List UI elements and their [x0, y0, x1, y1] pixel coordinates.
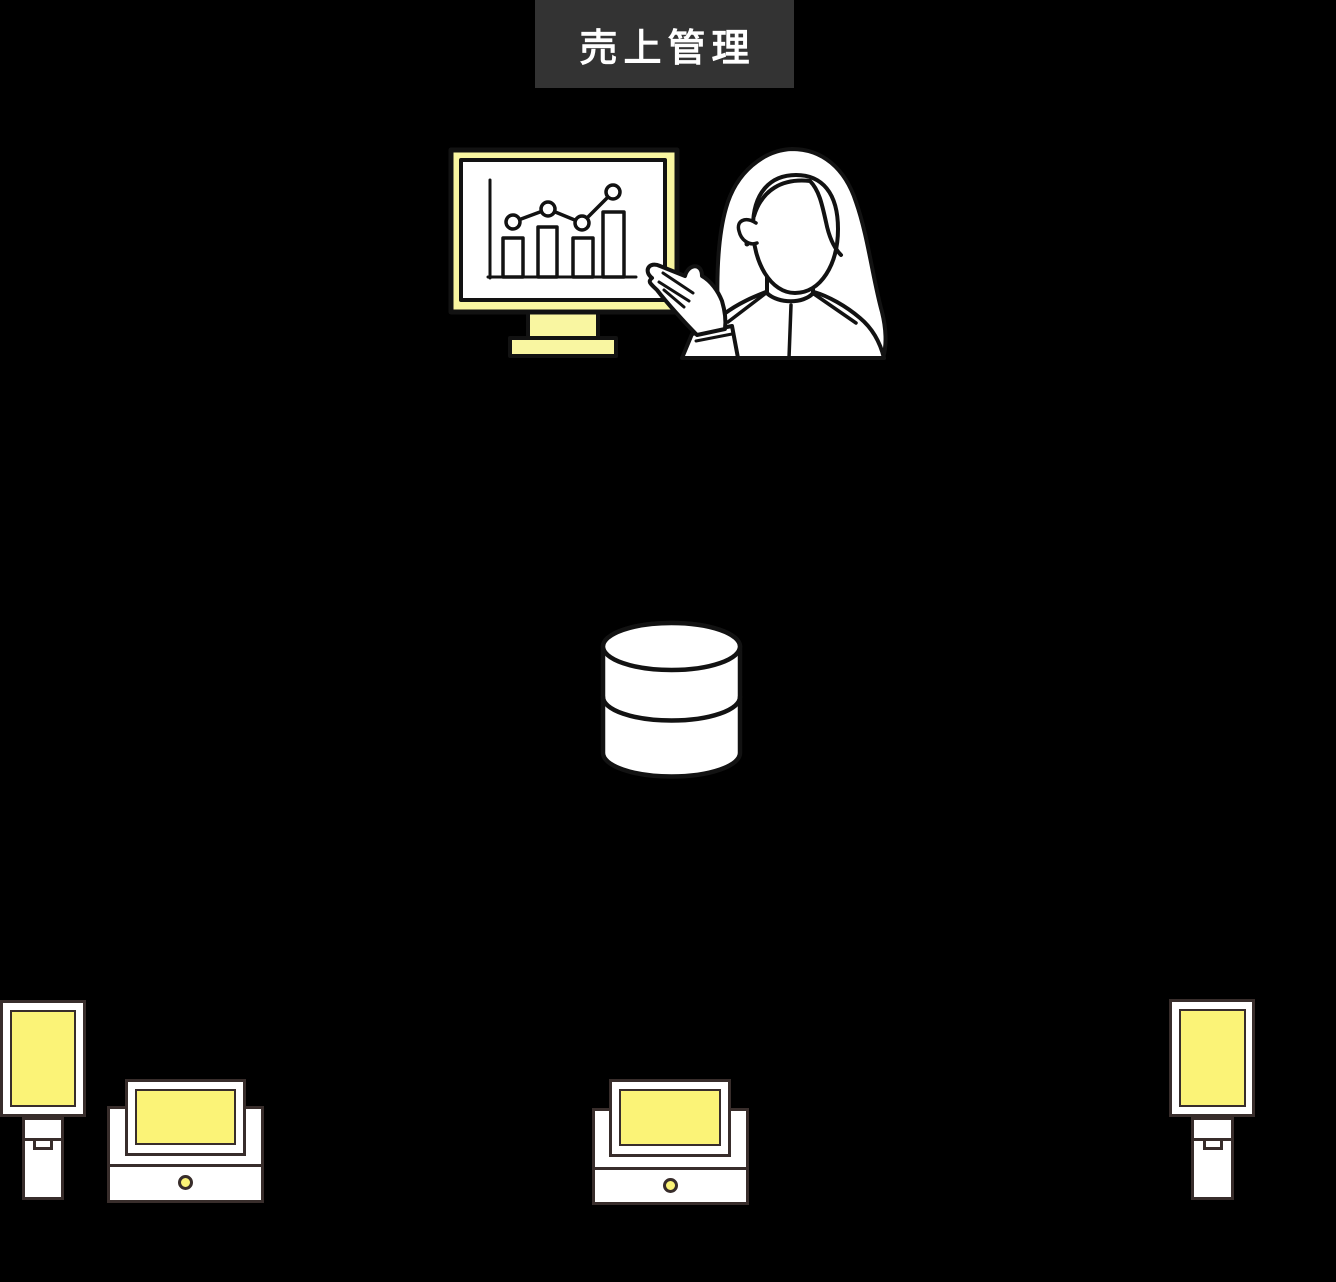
database-divider [600, 694, 743, 723]
tablet-screen [10, 1010, 76, 1107]
register-drawer-button [663, 1178, 678, 1193]
chart-bar [536, 225, 559, 279]
tablet-terminal-right [1169, 999, 1259, 1201]
register-drawer-line [595, 1167, 746, 1170]
tablet-screen [1179, 1009, 1246, 1107]
chart-bar [601, 210, 626, 279]
bar-chart-icon [501, 210, 626, 279]
tablet-stand-line [25, 1138, 61, 1141]
title-label: 売上管理 [579, 27, 756, 70]
chart-bar [501, 236, 525, 279]
line-chart-point [573, 214, 591, 232]
line-chart-path [511, 190, 615, 225]
tablet-stand [1191, 1117, 1234, 1200]
presenter-face [751, 173, 840, 295]
line-chart-point [604, 183, 622, 201]
presenter-ear [736, 218, 759, 246]
chart-bar [571, 236, 595, 279]
register-drawer-button [178, 1175, 193, 1190]
register-screen [619, 1089, 721, 1146]
tablet-terminal-left [0, 999, 90, 1201]
line-chart-icon [504, 183, 622, 232]
pos-register-left [107, 1079, 267, 1205]
presenter-earring [744, 241, 750, 247]
monitor-screen [459, 158, 667, 302]
presenter-cuff [694, 332, 734, 343]
line-chart-point [539, 200, 557, 218]
presenter-hairline [752, 178, 843, 257]
presenter-finger-lines [657, 271, 695, 309]
presenter-illustration [448, 147, 888, 360]
pos-register-center [592, 1079, 752, 1207]
title-box: 売上管理 [535, 0, 794, 88]
monitor-stand-base [508, 336, 618, 358]
register-drawer-line [110, 1164, 261, 1167]
tablet-stand-notch [1203, 1141, 1223, 1150]
presenter-figure [645, 147, 888, 360]
tablet-stand [22, 1117, 64, 1200]
database-icon [600, 620, 743, 779]
tablet-stand-notch [33, 1141, 53, 1150]
line-chart-point [504, 213, 522, 231]
tablet-stand-line [1194, 1138, 1231, 1141]
register-screen [135, 1089, 236, 1145]
presenter-seams [726, 291, 858, 360]
database-top-ellipse [600, 620, 743, 673]
